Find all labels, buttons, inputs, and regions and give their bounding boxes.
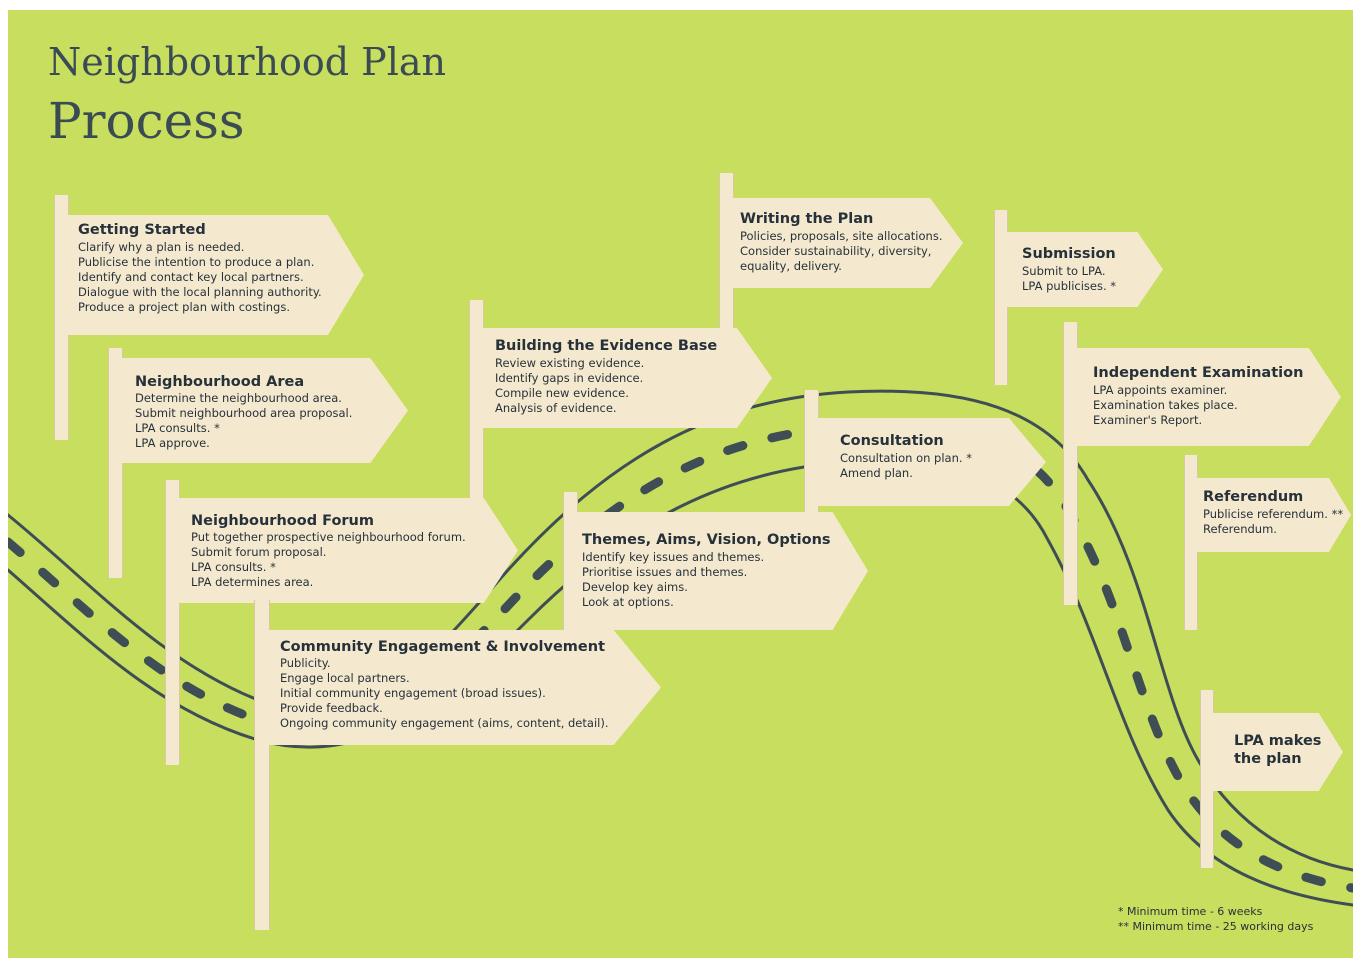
sign-line: Submit forum proposal. — [191, 545, 327, 559]
sign-line: Put together prospective neighbourhood f… — [191, 530, 466, 544]
sign-line: Identify key issues and themes. — [582, 550, 765, 564]
sign-board-arrow — [176, 498, 518, 603]
sign-board-arrow — [1193, 478, 1351, 552]
sign-line: Produce a project plan with costings. — [78, 300, 290, 314]
sign-board-arrow — [64, 215, 364, 335]
sign-heading: Neighbourhood Area — [135, 374, 305, 390]
sign-line: LPA consults. * — [135, 421, 220, 435]
sign-line: Consider sustainability, diversity, — [740, 244, 932, 258]
sign-line: Clarify why a plan is needed. — [78, 240, 245, 254]
sign-line: Ongoing community engagement (aims, cont… — [280, 716, 609, 730]
winding-road — [8, 389, 1353, 907]
sign-line: Prioritise issues and themes. — [582, 565, 748, 579]
sign-heading-line: LPA makes — [1234, 733, 1322, 749]
sign-line: Publicise the intention to produce a pla… — [78, 255, 315, 269]
sign-line: LPA determines area. — [191, 575, 314, 589]
sign-board-arrow — [814, 418, 1046, 506]
sign-board-arrow — [480, 328, 772, 428]
title-line-1: Neighbourhood Plan — [48, 40, 447, 84]
sign-board-arrow — [266, 630, 661, 745]
sign-heading: Independent Examination — [1093, 365, 1304, 381]
sign-line: Develop key aims. — [582, 580, 688, 594]
sign-line: LPA appoints examiner. — [1093, 383, 1228, 397]
sign-line: LPA consults. * — [191, 560, 276, 574]
sign-line: Submit neighbourhood area proposal. — [135, 406, 353, 420]
sign-heading: Writing the Plan — [740, 211, 874, 227]
road-centre-line — [8, 421, 1353, 893]
sign-line: Determine the neighbourhood area. — [135, 391, 342, 405]
sign-line: Analysis of evidence. — [495, 401, 617, 415]
sign-heading: Neighbourhood Forum — [191, 513, 374, 529]
sign-board-arrow — [1073, 348, 1341, 446]
sign-heading: Referendum — [1203, 489, 1304, 505]
sign-heading-line: the plan — [1234, 751, 1302, 767]
title-line-2: Process — [48, 92, 245, 150]
sign-line: Examiner's Report. — [1093, 413, 1203, 427]
sign-line: Amend plan. — [840, 466, 913, 480]
sign-line: Policies, proposals, site allocations. — [740, 229, 943, 243]
sign-heading: Getting Started — [78, 222, 206, 238]
sign-heading: Themes, Aims, Vision, Options — [582, 532, 831, 548]
sign-board-arrow — [1003, 232, 1163, 307]
sign-line: Publicity. — [280, 656, 331, 670]
sign-line: Compile new evidence. — [495, 386, 629, 400]
sign-line: Provide feedback. — [280, 701, 383, 715]
sign-board-arrow — [573, 512, 868, 630]
sign-line: Dialogue with the local planning authori… — [78, 285, 322, 299]
sign-line: Identify gaps in evidence. — [495, 371, 644, 385]
sign-board-arrow — [118, 358, 408, 463]
sign-line: Consultation on plan. * — [840, 451, 972, 465]
footnote-minimum-time: * Minimum time - 6 weeks — [1118, 905, 1263, 918]
sign-line: LPA approve. — [135, 436, 210, 450]
sign-line: equality, delivery. — [740, 259, 842, 273]
footnote-working-days: ** Minimum time - 25 working days — [1118, 920, 1314, 933]
sign-heading: Submission — [1022, 246, 1116, 262]
sign-line: LPA publicises. * — [1022, 279, 1117, 293]
diagram-canvas: Neighbourhood Plan Process Getting Start… — [8, 10, 1353, 958]
sign-heading: Community Engagement & Involvement — [280, 639, 605, 655]
sign-line: Review existing evidence. — [495, 356, 645, 370]
sign-line: Examination takes place. — [1093, 398, 1238, 412]
sign-line: Referendum. — [1203, 522, 1277, 536]
sign-line: Look at options. — [582, 595, 674, 609]
sign-line: Initial community engagement (broad issu… — [280, 686, 546, 700]
sign-board-arrow — [1208, 713, 1343, 791]
sign-heading: Consultation — [840, 433, 944, 449]
sign-board-arrow — [728, 198, 963, 288]
sign-line: Submit to LPA. — [1022, 264, 1106, 278]
sign-line: Identify and contact key local partners. — [78, 270, 304, 284]
sign-line: Publicise referendum. ** — [1203, 507, 1344, 521]
sign-heading: Building the Evidence Base — [495, 338, 718, 354]
sign-line: Engage local partners. — [280, 671, 410, 685]
